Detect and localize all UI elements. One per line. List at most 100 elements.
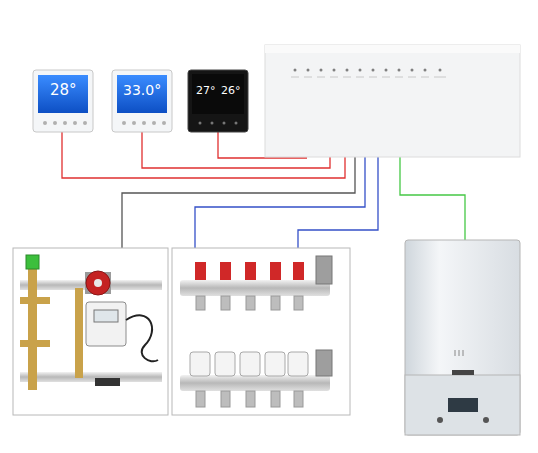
illustration-circle bbox=[43, 121, 47, 125]
illustration-rect bbox=[117, 75, 167, 113]
manifold bbox=[172, 248, 350, 415]
illustration-line bbox=[408, 77, 416, 78]
illustration-rect bbox=[190, 352, 210, 376]
display-reading: 33.0° bbox=[123, 83, 161, 97]
illustration-rect bbox=[265, 45, 520, 53]
illustration-circle bbox=[346, 69, 349, 72]
illustration-circle bbox=[411, 69, 414, 72]
illustration-circle bbox=[359, 69, 362, 72]
illustration-rect bbox=[246, 391, 255, 407]
illustration-g bbox=[190, 352, 308, 376]
illustration-g bbox=[455, 350, 463, 356]
illustration-rect bbox=[405, 375, 520, 435]
illustration-rect bbox=[95, 378, 120, 386]
illustration-line bbox=[463, 350, 464, 356]
illustration-polyline bbox=[400, 157, 465, 240]
thermostat bbox=[112, 70, 172, 132]
illustration-line bbox=[369, 77, 377, 78]
illustration-rect bbox=[405, 240, 520, 435]
illustration-line bbox=[304, 77, 312, 78]
illustration-circle bbox=[424, 69, 427, 72]
illustration-rect bbox=[33, 70, 93, 132]
illustration-rect bbox=[270, 262, 281, 280]
illustration-rect bbox=[20, 372, 162, 382]
illustration-rect bbox=[20, 340, 50, 347]
illustration-circle bbox=[333, 69, 336, 72]
illustration-rect bbox=[293, 262, 304, 280]
illustration-circle bbox=[385, 69, 388, 72]
illustration-circle bbox=[294, 69, 297, 72]
illustration-line bbox=[395, 77, 403, 78]
illustration-line bbox=[317, 77, 325, 78]
illustration-g bbox=[196, 296, 303, 407]
illustration-path bbox=[126, 315, 158, 361]
pump-station bbox=[13, 248, 168, 415]
display-reading: 28° bbox=[50, 83, 77, 98]
illustration-line bbox=[382, 77, 390, 78]
illustration-circle bbox=[320, 69, 323, 72]
illustration-rect bbox=[196, 391, 205, 407]
illustration-circle bbox=[86, 271, 110, 295]
illustration-rect bbox=[245, 262, 256, 280]
illustration-circle bbox=[483, 417, 489, 423]
thermostat bbox=[188, 70, 248, 132]
illustration-rect bbox=[86, 302, 126, 346]
illustration-rect bbox=[316, 350, 332, 376]
illustration-circle bbox=[223, 122, 226, 125]
illustration-rect bbox=[220, 262, 231, 280]
illustration-circle bbox=[53, 121, 57, 125]
illustration-rect bbox=[20, 297, 50, 304]
illustration-rect bbox=[240, 352, 260, 376]
illustration-line bbox=[291, 77, 299, 78]
illustration-rect bbox=[38, 75, 88, 113]
illustration-circle bbox=[398, 69, 401, 72]
illustration-circle bbox=[439, 69, 442, 72]
illustration-rect bbox=[85, 272, 111, 294]
boiler bbox=[405, 240, 520, 435]
illustration-rect bbox=[271, 391, 280, 407]
illustration-g bbox=[294, 69, 442, 72]
illustration-circle bbox=[152, 121, 156, 125]
illustration-rect bbox=[26, 255, 39, 269]
illustration-rect bbox=[221, 296, 230, 310]
illustration-line bbox=[356, 77, 364, 78]
illustration-circle bbox=[235, 122, 238, 125]
wiring-center bbox=[265, 45, 520, 157]
illustration-rect bbox=[265, 352, 285, 376]
illustration-circle bbox=[162, 121, 166, 125]
illustration-rect bbox=[172, 248, 350, 415]
illustration-line bbox=[434, 77, 446, 78]
illustration-rect bbox=[196, 296, 205, 310]
illustration-g bbox=[195, 262, 304, 280]
illustration-line bbox=[421, 77, 429, 78]
illustration-rect bbox=[448, 398, 478, 412]
illustration-rect bbox=[112, 70, 172, 132]
illustration-rect bbox=[195, 262, 206, 280]
illustration-circle bbox=[132, 121, 136, 125]
illustration-line bbox=[330, 77, 338, 78]
illustration-rect bbox=[294, 296, 303, 310]
illustration-circle bbox=[307, 69, 310, 72]
illustration-rect bbox=[316, 256, 332, 284]
illustration-circle bbox=[199, 122, 202, 125]
display-reading: 26° bbox=[221, 85, 241, 96]
display-reading: 27° bbox=[196, 85, 216, 96]
illustration-rect bbox=[221, 391, 230, 407]
illustration-circle bbox=[437, 417, 443, 423]
illustration-rect bbox=[180, 280, 330, 296]
thermostat bbox=[33, 70, 93, 132]
illustration-rect bbox=[246, 296, 255, 310]
illustration-rect bbox=[271, 296, 280, 310]
illustration-line bbox=[343, 77, 351, 78]
illustration-circle bbox=[73, 121, 77, 125]
illustration-line bbox=[455, 350, 456, 356]
illustration-circle bbox=[94, 279, 102, 287]
illustration-circle bbox=[122, 121, 126, 125]
illustration-rect bbox=[188, 70, 248, 132]
illustration-rect bbox=[294, 391, 303, 407]
illustration-rect bbox=[28, 268, 37, 390]
illustration-g bbox=[291, 77, 446, 78]
illustration-rect bbox=[94, 310, 118, 322]
